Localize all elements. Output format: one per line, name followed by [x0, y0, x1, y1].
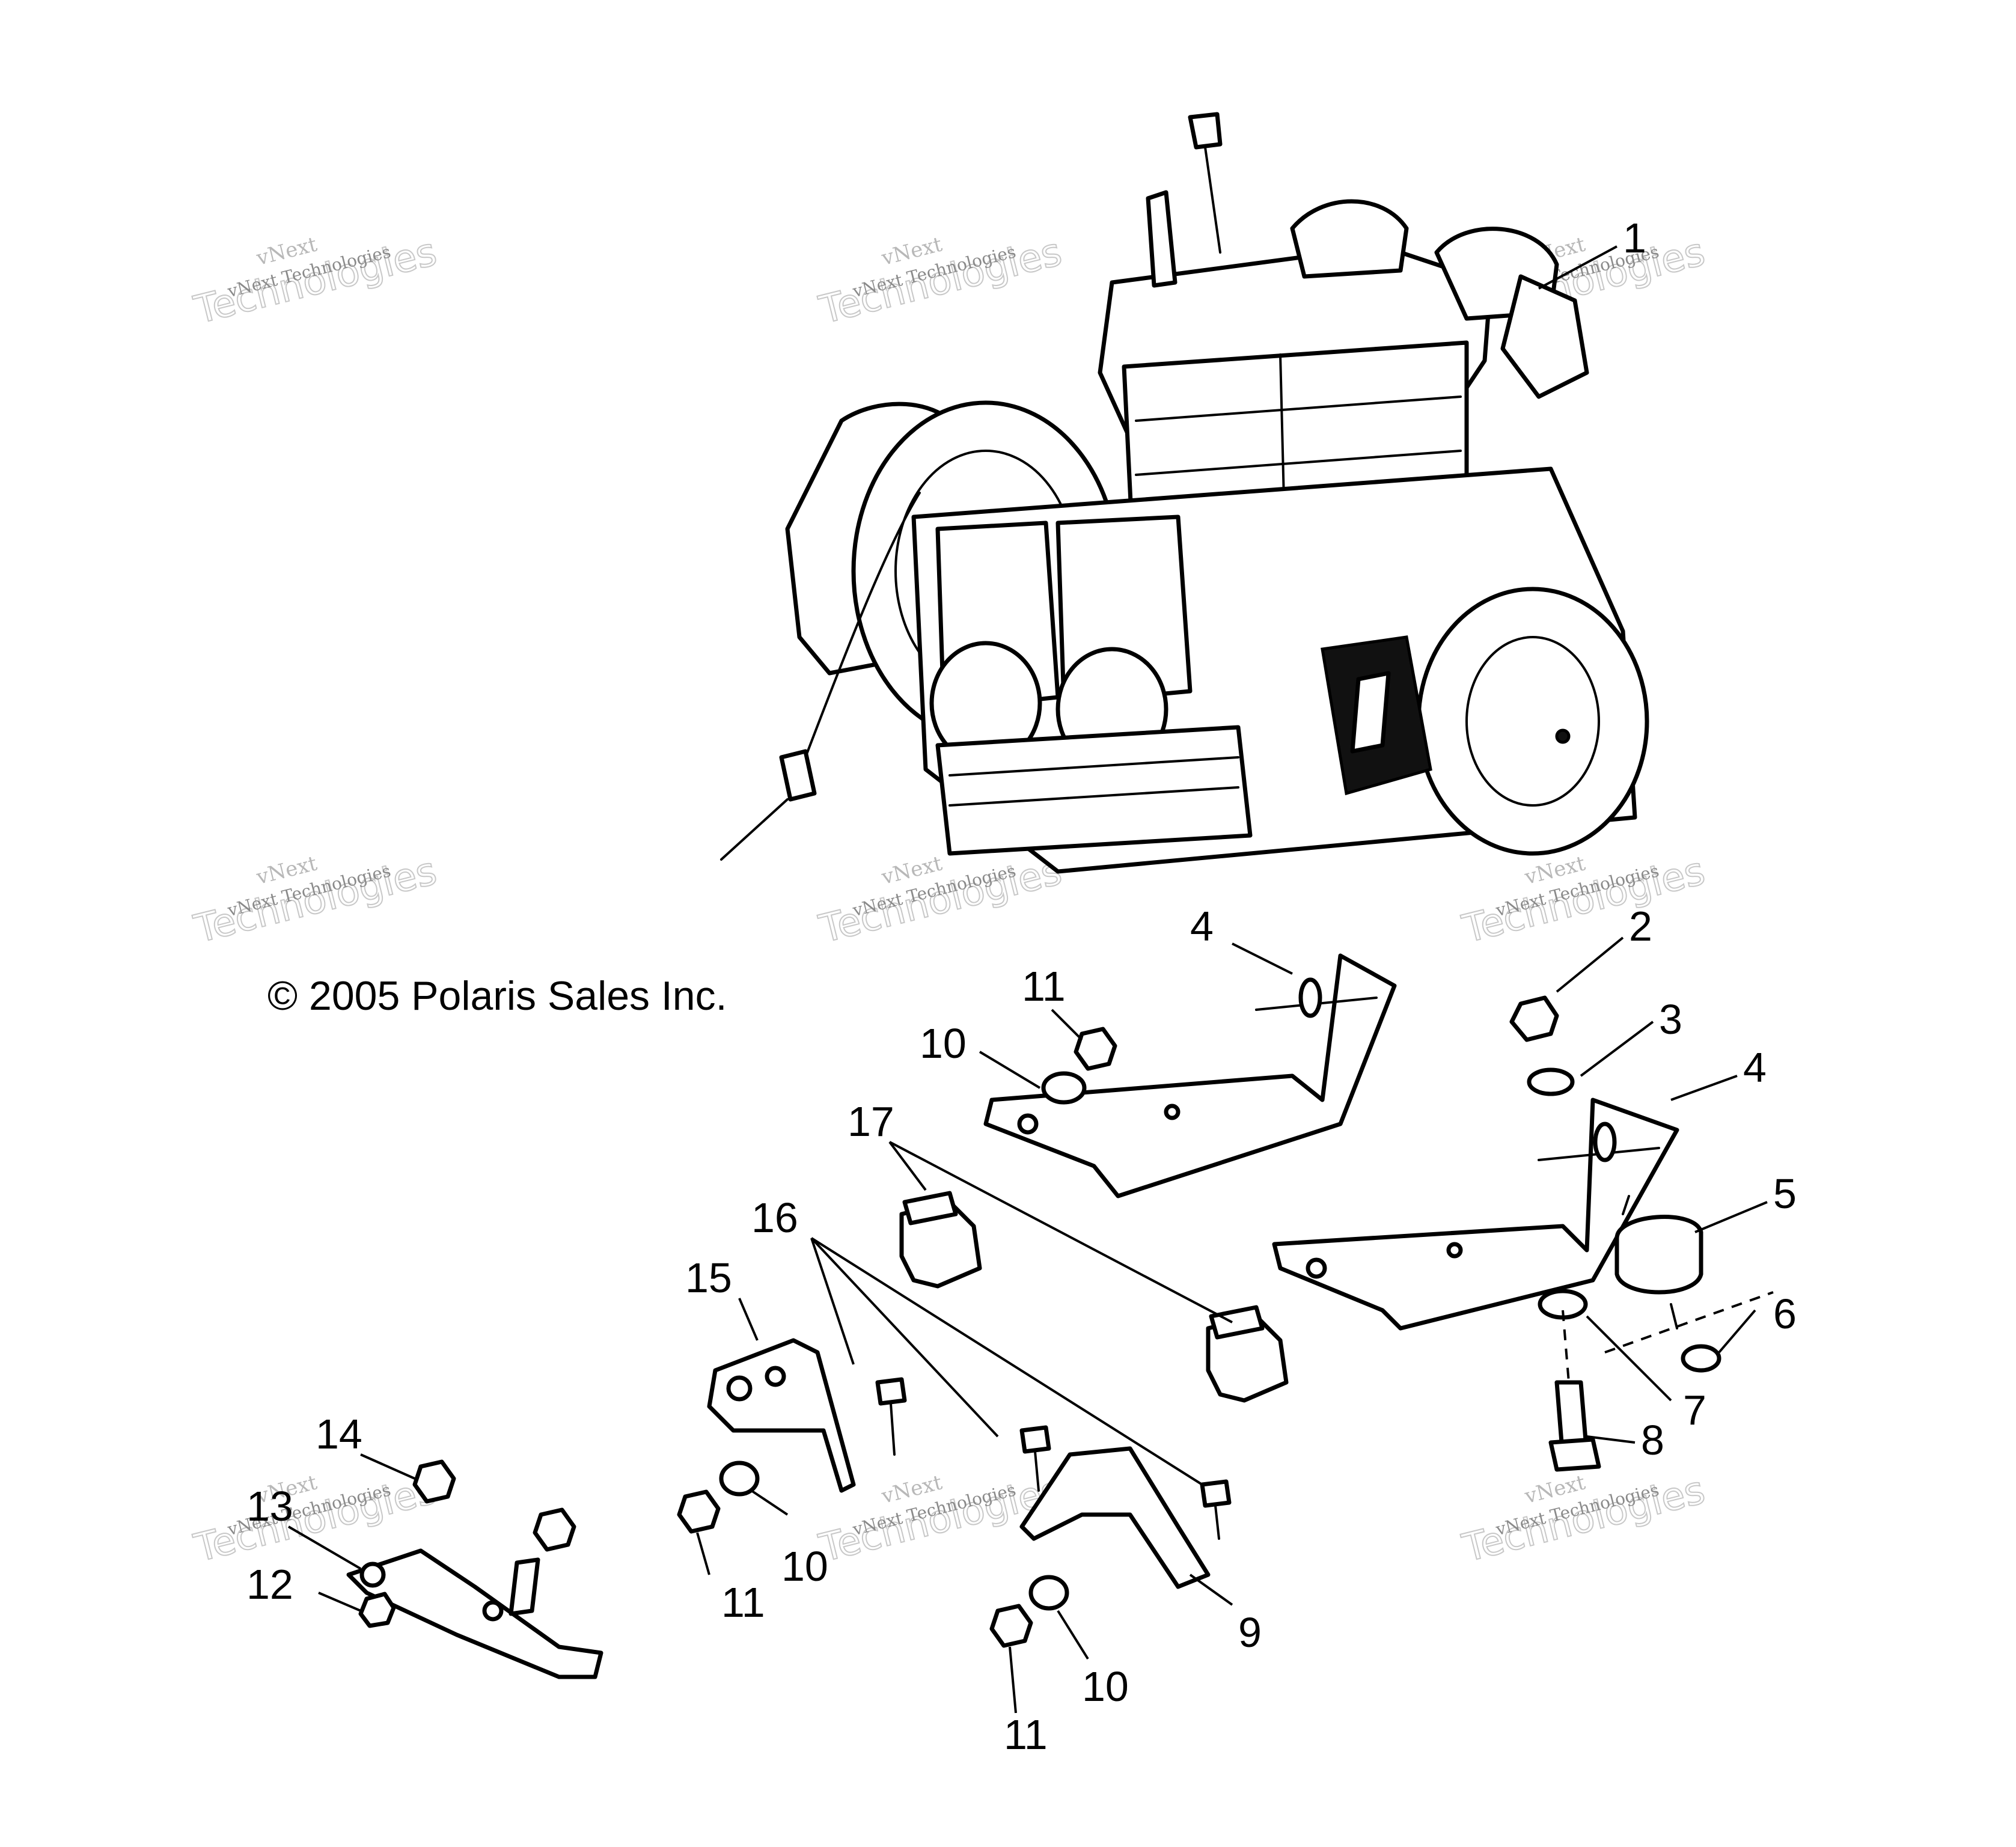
callout-8: 8	[1641, 1417, 1664, 1464]
callout-10-left: 10	[781, 1543, 828, 1590]
callout-11-left: 11	[721, 1579, 765, 1626]
callout-14: 14	[316, 1411, 362, 1458]
engine-bracket-lower	[1272, 1098, 1679, 1331]
callout-17: 17	[848, 1098, 894, 1145]
callout-11-bottom: 11	[1004, 1711, 1048, 1758]
copyright-notice: © 2005 Polaris Sales Inc.	[267, 973, 727, 1019]
callout-10-upper: 10	[920, 1020, 967, 1067]
callout-9: 9	[1238, 1609, 1262, 1656]
leader-lines	[287, 245, 1768, 1714]
callout-6: 6	[1773, 1290, 1797, 1337]
callout-10-bottom: 10	[1082, 1663, 1129, 1710]
callout-11-upper: 11	[1022, 963, 1066, 1010]
engine-assembly	[720, 112, 1649, 874]
callout-12: 12	[246, 1561, 293, 1608]
callout-16: 16	[751, 1194, 798, 1241]
watermark: vNext Technologies vNext Technologies	[814, 229, 1067, 334]
hardware	[346, 995, 1774, 1679]
callout-4-upper: 4	[1190, 903, 1214, 950]
callout-3: 3	[1659, 996, 1682, 1043]
callout-13: 13	[246, 1483, 293, 1530]
watermark: vNext Technologies vNext Technologies	[189, 229, 442, 334]
callout-15: 15	[685, 1254, 732, 1301]
watermark: vNext Technologies vNext Technologies	[189, 1467, 442, 1572]
callout-1: 1	[1623, 215, 1646, 261]
callout-7: 7	[1683, 1387, 1706, 1433]
callout-5: 5	[1773, 1170, 1797, 1217]
callout-4-lower: 4	[1743, 1044, 1767, 1091]
engine-bracket-upper	[983, 953, 1397, 1198]
watermark: vNext Technologies vNext Technologies	[189, 848, 442, 953]
callout-2: 2	[1629, 903, 1652, 950]
callout-labels: 1 2 3 4 4 5 6 7 8 9 10 11 10 11 10 11 12…	[246, 215, 1797, 1758]
